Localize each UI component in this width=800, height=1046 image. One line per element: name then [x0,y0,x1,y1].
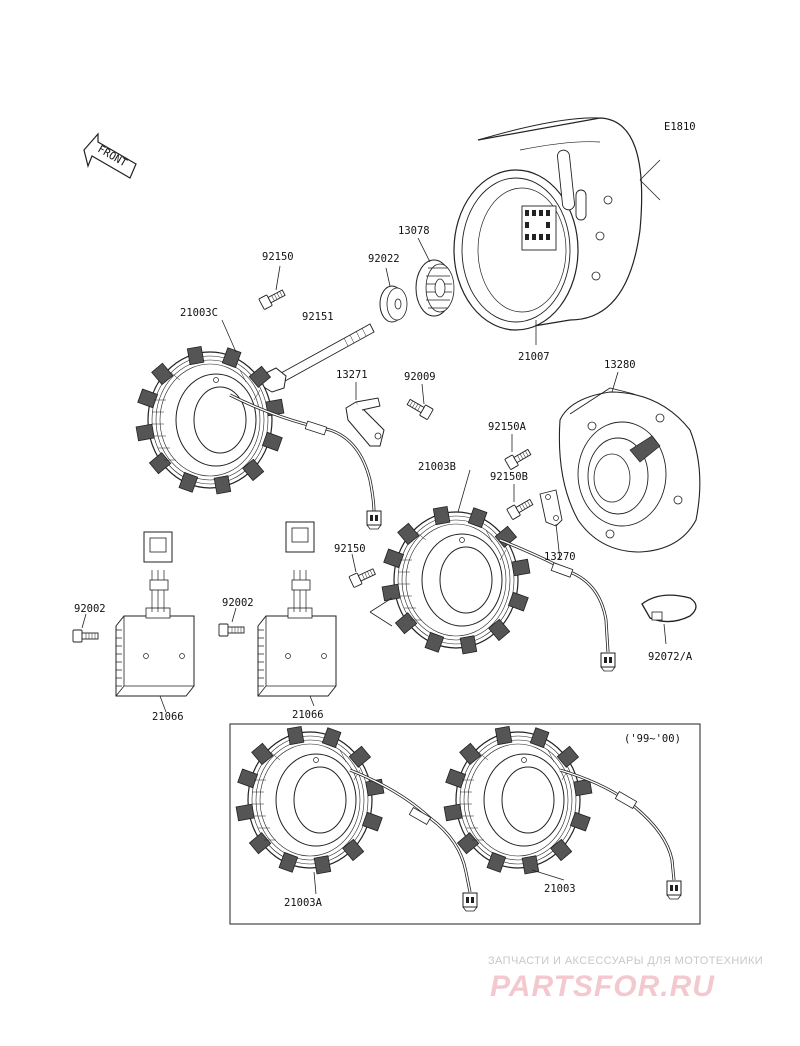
label-92002-mid: 92002 [222,597,254,609]
label-92072A: 92072/A [648,651,693,663]
stator-21003A [235,725,478,912]
label-13078: 13078 [398,225,430,237]
variant-box: ('99~'00) [229,723,701,925]
bolt-92150A [504,446,533,471]
label-92022: 92022 [368,253,400,265]
watermark-line1: ЗАПЧАСТИ И АКСЕССУАРЫ ДЛЯ МОТОТЕХНИКИ [488,955,763,967]
label-13271: 13271 [336,369,368,381]
stator-21003C [135,345,382,530]
label-92150B: 92150B [490,471,528,483]
clamp-92072A [641,594,697,623]
watermark-line2: PARTSFOR.RU [490,970,715,1003]
stator-21003B [369,505,616,672]
label-92150-top: 92150 [262,251,294,263]
label-13280: 13280 [604,359,636,371]
bolt-92150-mid [348,565,378,589]
stator-21003 [443,725,682,900]
diagram-code: E1810 [664,121,696,133]
cover-13280 [558,387,701,553]
label-92151: 92151 [302,311,334,323]
regulator-21066-left [115,531,195,697]
regulator-21066-mid [257,521,337,697]
label-21003A: 21003A [284,897,323,909]
label-92009: 92009 [404,371,436,383]
label-21003: 21003 [544,883,576,895]
washer-92022 [379,285,408,323]
plate-13270 [539,489,563,527]
rotor-21007 [453,117,661,331]
label-21007: 21007 [518,351,550,363]
label-92150A: 92150A [488,421,527,433]
bolt-92150B [506,496,535,521]
bolt-92150-top [258,286,287,311]
gear-13078 [415,259,455,317]
year-note: ('99~'00) [624,733,681,745]
screw-92009 [405,396,434,421]
label-21066-left: 21066 [152,711,184,723]
bolt-92151 [261,323,375,393]
label-21066-mid: 21066 [292,709,324,721]
bolt-92002-left [72,629,99,643]
label-92002-left: 92002 [74,603,106,615]
label-21003B: 21003B [418,461,456,473]
bracket-13271 [345,397,385,447]
label-92150-mid: 92150 [334,543,366,555]
front-arrow-icon: FRONT [83,132,137,179]
label-21003C: 21003C [180,307,218,319]
label-13270: 13270 [544,551,576,563]
bolt-92002-mid [218,623,245,637]
